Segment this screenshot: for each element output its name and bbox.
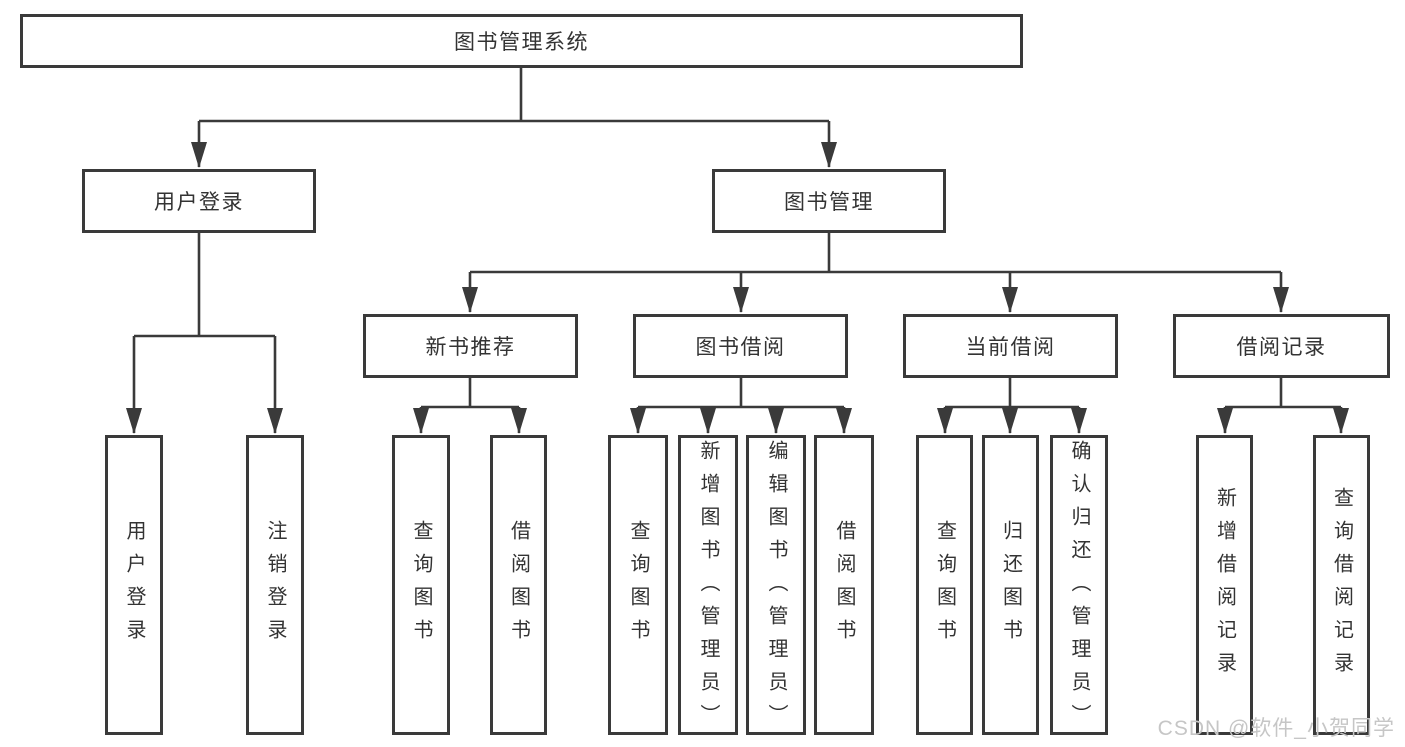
node-current-borrowing: 当前借阅 bbox=[903, 314, 1118, 378]
node-book-borrowing: 图书借阅 bbox=[633, 314, 848, 378]
node-library-management-system: 图书管理系统 bbox=[20, 14, 1023, 68]
node-borrowing-records: 借阅记录 bbox=[1173, 314, 1390, 378]
leaf-query-books-2: 查询图书 bbox=[608, 435, 668, 735]
leaf-add-borrow-record: 新增借阅记录 bbox=[1196, 435, 1253, 735]
leaf-add-books-admin: 新增图书（管理员） bbox=[678, 435, 738, 737]
node-user-login: 用户登录 bbox=[82, 169, 316, 233]
leaf-confirm-return-admin: 确认归还（管理员） bbox=[1050, 435, 1108, 737]
node-new-book-recommendation: 新书推荐 bbox=[363, 314, 578, 378]
leaf-borrow-books-2: 借阅图书 bbox=[814, 435, 874, 735]
csdn-watermark: CSDN @软件_小贺同学 bbox=[1157, 717, 1395, 740]
leaf-edit-books-admin: 编辑图书（管理员） bbox=[746, 435, 806, 737]
node-book-management: 图书管理 bbox=[712, 169, 946, 233]
leaf-logout: 注销登录 bbox=[246, 435, 304, 735]
leaf-query-books-3: 查询图书 bbox=[916, 435, 973, 735]
leaf-query-books-1: 查询图书 bbox=[392, 435, 450, 735]
leaf-user-login: 用户登录 bbox=[105, 435, 163, 735]
leaf-query-borrow-record: 查询借阅记录 bbox=[1313, 435, 1370, 735]
leaf-return-books: 归还图书 bbox=[982, 435, 1039, 735]
leaf-borrow-books-1: 借阅图书 bbox=[490, 435, 547, 735]
